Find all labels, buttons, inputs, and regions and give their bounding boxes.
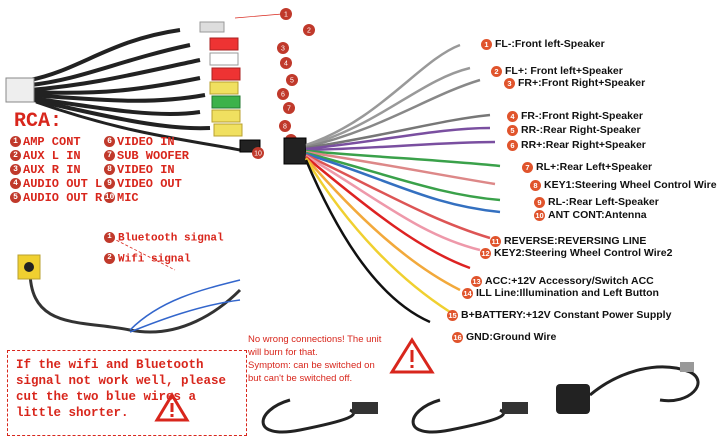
usb-cable-1 (261, 398, 378, 434)
rca-title: RCA: (14, 110, 63, 133)
warning-triangle-icon (389, 337, 435, 374)
rca-harness (5, 21, 261, 153)
rca-number-markers: 1 2 3 4 5 6 7 8 9 10 (234, 8, 315, 159)
svg-text:2: 2 (307, 28, 311, 35)
svg-text:7: 7 (287, 106, 291, 113)
usb-cable-2 (411, 398, 528, 434)
tip-text: If the wifi and Bluetooth signal not wor… (16, 358, 227, 420)
antenna-cable (17, 237, 242, 334)
warning-text: No wrong connections! The unit will burn… (248, 334, 382, 384)
svg-text:6: 6 (281, 92, 285, 99)
svg-text:8: 8 (283, 124, 287, 131)
tip-box: If the wifi and Bluetooth signal not wor… (7, 350, 247, 436)
warning-triangle-icon (154, 392, 190, 422)
svg-text:3: 3 (281, 46, 285, 53)
svg-text:5: 5 (290, 78, 294, 85)
gps-antenna-icon (556, 362, 700, 414)
svg-text:10: 10 (254, 151, 262, 158)
svg-text:4: 4 (284, 61, 288, 68)
svg-text:1: 1 (284, 12, 288, 19)
speaker-harness (283, 43, 501, 324)
